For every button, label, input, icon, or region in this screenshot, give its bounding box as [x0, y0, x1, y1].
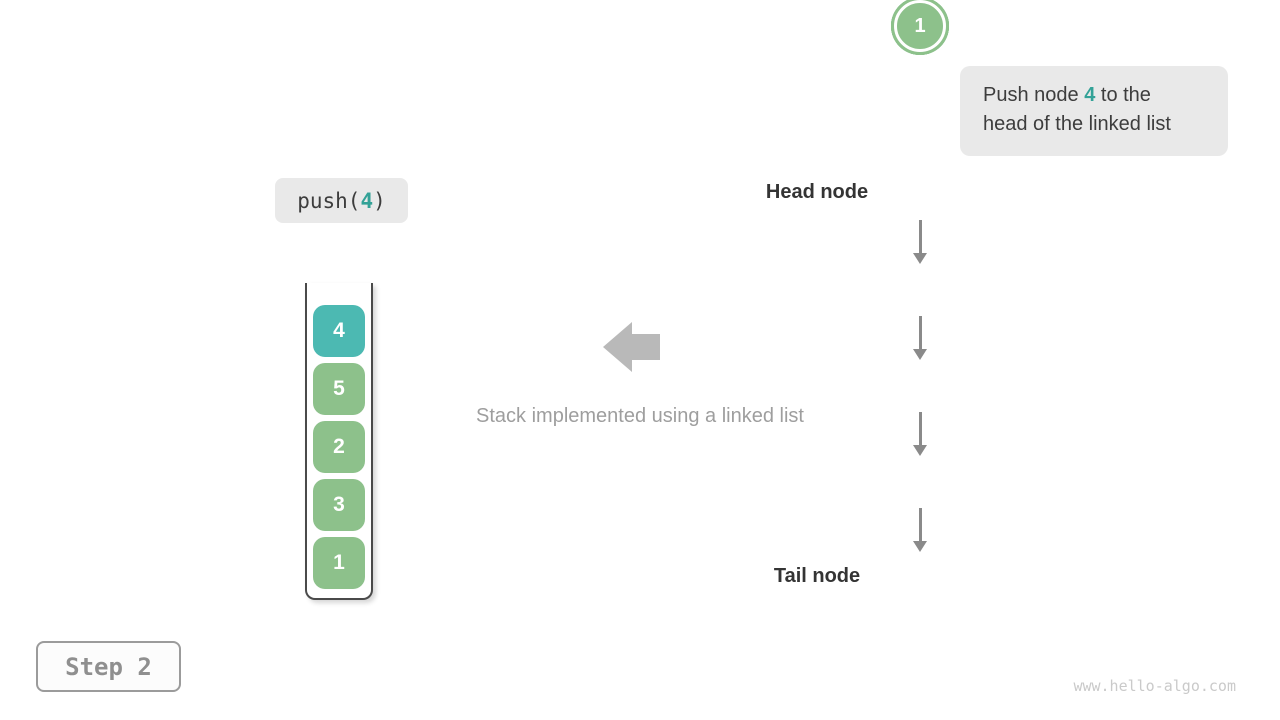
stack-item: 5 [313, 363, 365, 415]
down-arrow-icon [913, 316, 927, 360]
callout-box: Push node 4 to the head of the linked li… [960, 66, 1228, 156]
arrow-line [918, 412, 922, 445]
down-arrow-icon [913, 508, 927, 552]
stack-item: 4 [313, 305, 365, 357]
arrow-head [913, 445, 927, 456]
arrow-head [913, 349, 927, 360]
callout-line-2: head of the linked list [983, 113, 1171, 135]
callout-text-suffix: to the [1095, 84, 1151, 106]
down-arrow-icon [913, 220, 927, 264]
head-node-label: Head node [765, 181, 869, 203]
stack-container: 4 5 2 3 1 [305, 283, 373, 600]
down-arrow-icon [913, 412, 927, 456]
left-arrow-icon [603, 322, 660, 372]
operation-prefix: push( [297, 188, 361, 213]
step-badge: Step 2 [36, 641, 181, 692]
arrow-line [918, 220, 922, 253]
callout-highlight-value: 4 [1084, 84, 1096, 106]
callout-text-prefix: Push node [983, 84, 1085, 106]
operation-arg: 4 [360, 188, 374, 213]
stack-item: 3 [313, 479, 365, 531]
diagram-caption: Stack implemented using a linked list [476, 405, 804, 427]
arrow-head [913, 253, 927, 264]
operation-suffix: ) [373, 188, 386, 213]
tail-node-label: Tail node [773, 565, 861, 587]
arrow-line [918, 508, 922, 541]
operation-box: push(4) [275, 178, 408, 223]
stack-item: 1 [313, 537, 365, 589]
callout-line-1: Push node 4 to the [983, 81, 1218, 110]
stack-item: 2 [313, 421, 365, 473]
arrow-line [918, 316, 922, 349]
watermark-text: www.hello-algo.com [1073, 677, 1236, 695]
left-arrow-head [603, 322, 632, 372]
arrow-head [913, 541, 927, 552]
left-arrow-shaft [632, 334, 660, 360]
linked-list-node: 1 [894, 0, 946, 52]
